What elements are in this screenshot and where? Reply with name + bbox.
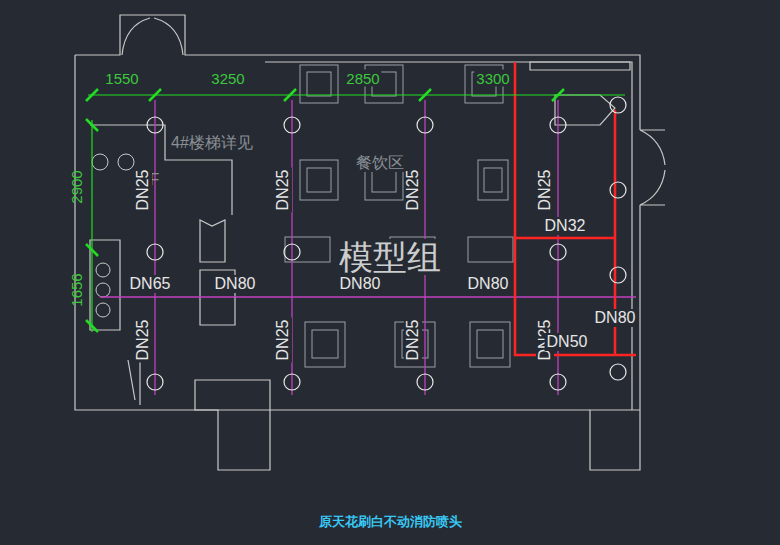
branch-pipes: [100, 100, 636, 395]
dining-tables: [285, 65, 513, 367]
room-name: 餐饮区: [354, 154, 406, 172]
pipe-size: DN80: [213, 275, 258, 293]
pipe-size: DN65: [128, 275, 173, 293]
dimension-text: 1550: [103, 70, 140, 87]
dimension-text: 3250: [209, 70, 246, 87]
room-note: 4#楼梯详见: [169, 134, 255, 152]
walls: [75, 15, 665, 470]
pipe-size: DN25: [404, 168, 422, 213]
pipe-size: DN80: [593, 309, 638, 327]
watermark: 模型组: [337, 239, 443, 275]
dimension-lines: [86, 89, 625, 332]
dimension-text: 2900: [68, 168, 85, 205]
pipe-size: DN25: [536, 168, 554, 213]
sprinkler-heads: [147, 97, 626, 390]
pipe-size: DN25: [274, 318, 292, 363]
dimension-text: 1656: [68, 271, 85, 308]
pipe-size: DN32: [543, 217, 588, 235]
pipe-size: DN50: [545, 333, 590, 351]
pipe-size: DN25: [134, 318, 152, 363]
pipe-size: DN25: [134, 168, 152, 213]
dimension-text: 3300: [474, 70, 511, 87]
pipe-size: DN80: [466, 275, 511, 293]
pipe-size: DN25: [274, 168, 292, 213]
pipe-size: DN80: [338, 275, 383, 293]
pipe-size: DN25: [404, 318, 422, 363]
caption: 原天花刷白不动消防喷头: [317, 514, 464, 529]
dimension-text: 2850: [344, 70, 381, 87]
